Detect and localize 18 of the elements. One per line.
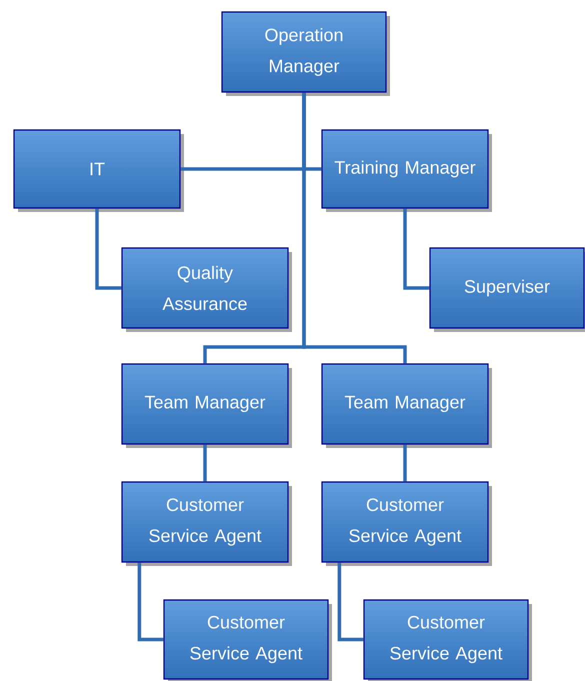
org-box: Customer Service Agent (121, 481, 292, 566)
connector-line (403, 444, 407, 482)
org-box: Customer Service Agent (363, 599, 532, 681)
connector-line (302, 92, 407, 364)
org-box: Quality Assurance (121, 247, 292, 332)
connector-line (403, 208, 430, 290)
org-box: Customer Service Agent (321, 481, 492, 566)
connector-line (95, 208, 122, 290)
org-box: Operation Manager (221, 11, 390, 96)
org-box: Customer Service Agent (163, 599, 332, 681)
org-box: Superviser (429, 247, 585, 332)
org-box: IT (13, 129, 184, 212)
connector-line (203, 444, 207, 482)
org-box: Training Manager (321, 129, 492, 212)
connector-line (338, 562, 364, 642)
org-box: Team Manager (121, 363, 292, 448)
org-box: Team Manager (321, 363, 492, 448)
connector-line (138, 562, 164, 642)
